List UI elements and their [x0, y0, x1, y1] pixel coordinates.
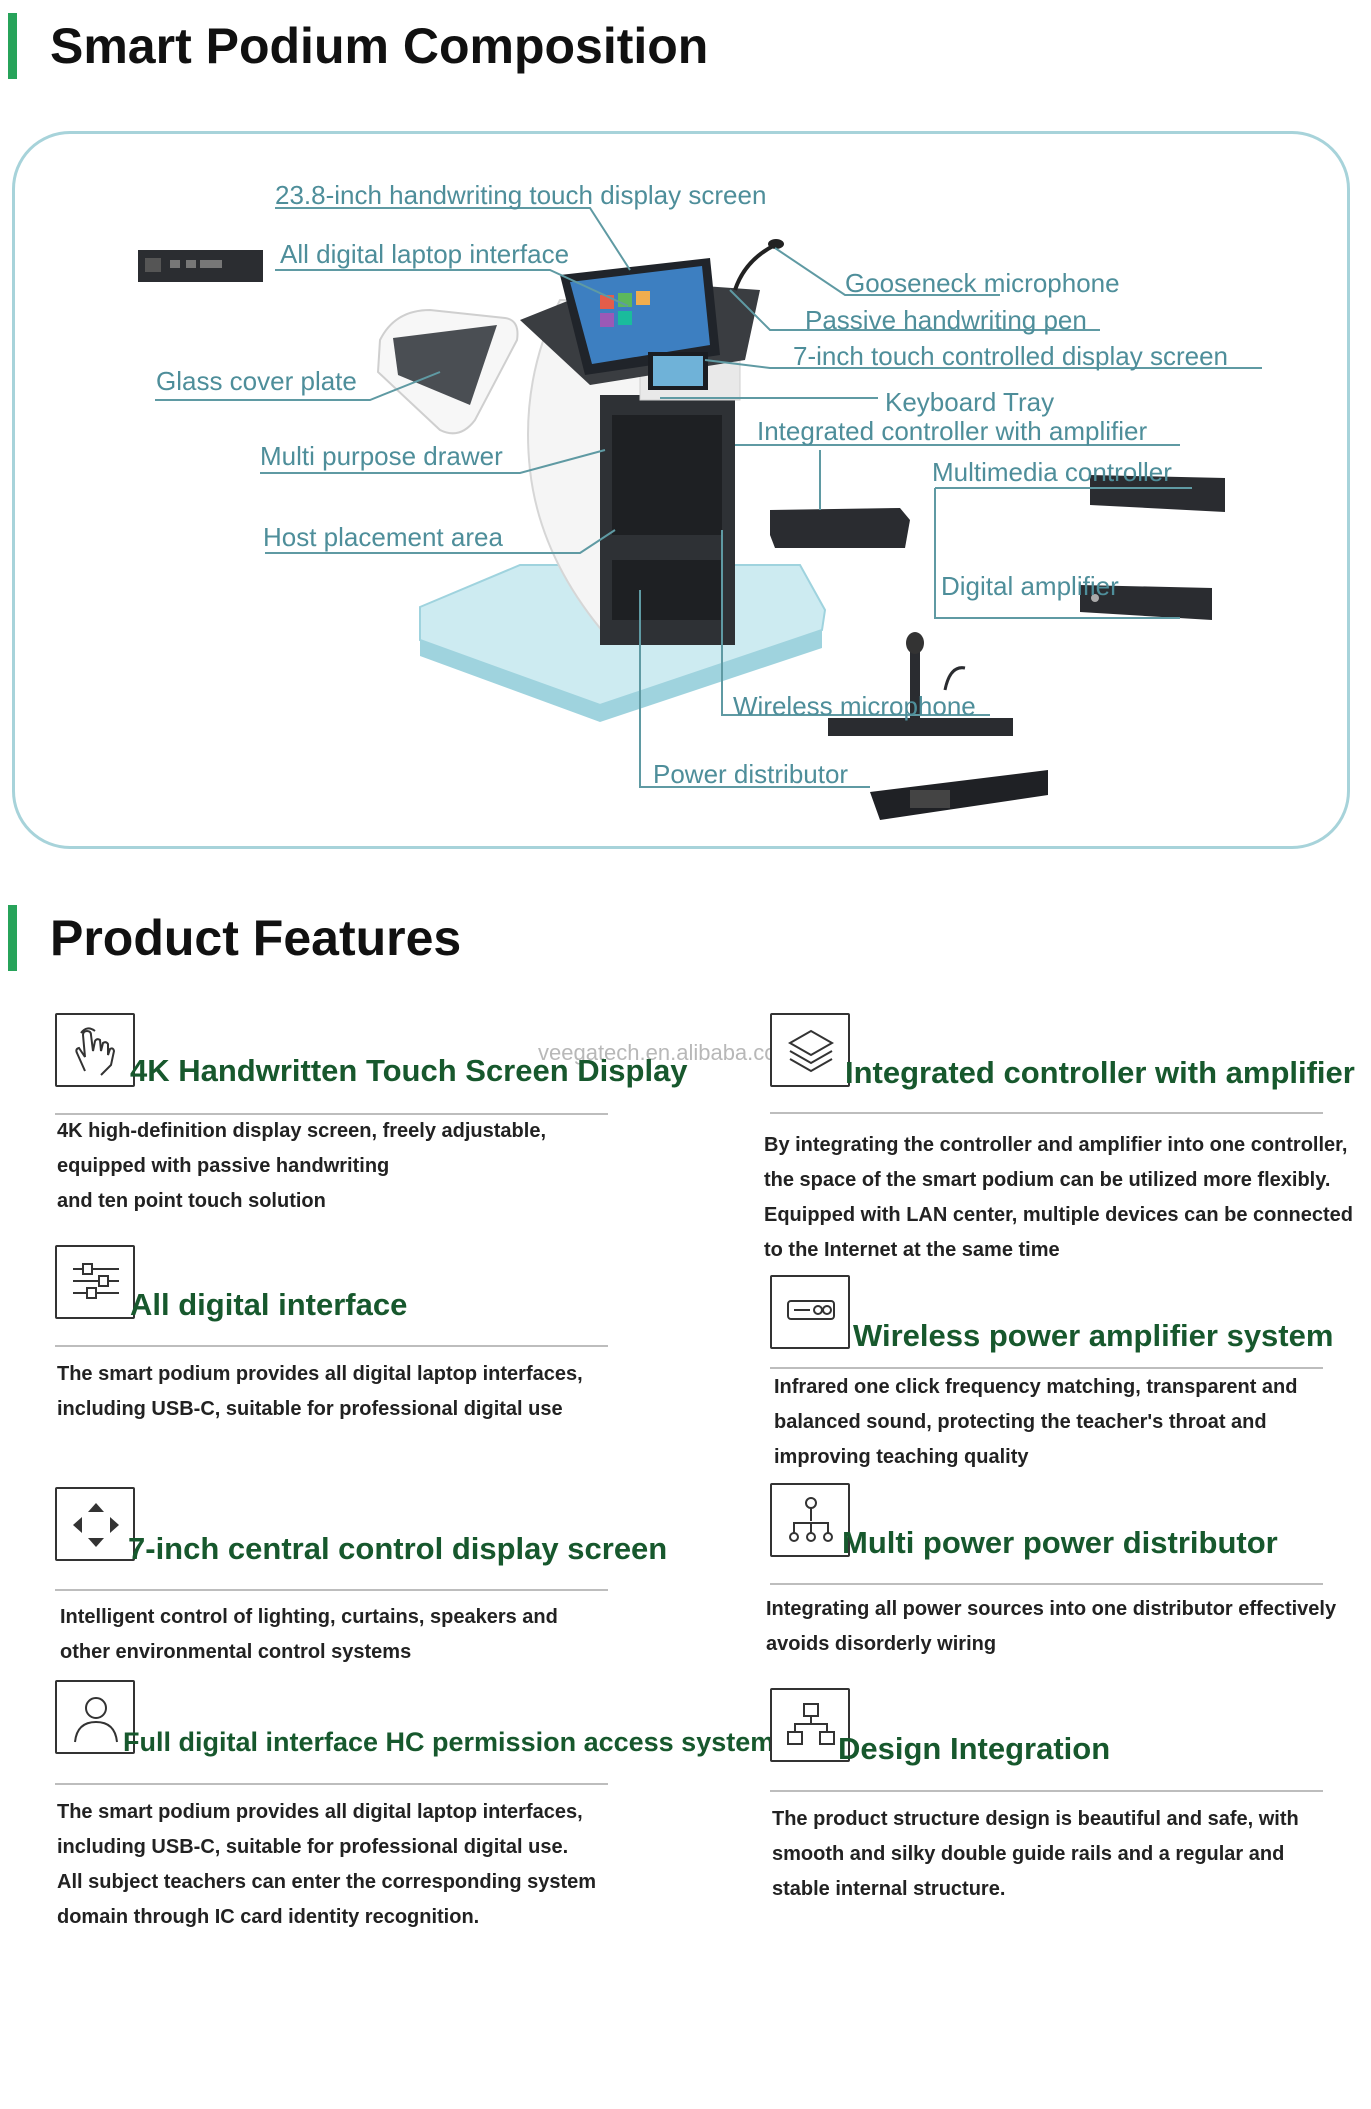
- podium-host-area: [612, 415, 722, 535]
- main-display-screen: [570, 266, 710, 364]
- callout-gooseneck: Gooseneck microphone: [845, 268, 1120, 298]
- hand-touch-icon: [55, 1013, 135, 1087]
- composition-diagram-frame: [12, 131, 1350, 849]
- feature-title: All digital interface: [130, 1287, 408, 1322]
- section-accent-bar: [8, 905, 17, 971]
- podium-power-slot: [612, 560, 722, 620]
- callout-power-distributor: Power distributor: [653, 759, 849, 789]
- glass-cover-screen: [393, 325, 497, 405]
- multimedia-controller-device: [770, 508, 910, 548]
- composition-header: Smart Podium Composition: [8, 13, 708, 79]
- callout-laptop-interface: All digital laptop interface: [280, 239, 570, 269]
- watermark: veegatech.en.alibaba.com: [538, 1040, 795, 1065]
- callout-integrated-controller: Integrated controller with amplifier: [757, 416, 1148, 446]
- feature-description: Integrating all power sources into one d…: [766, 1598, 1337, 1655]
- callout-touch-display: 7-inch touch controlled display screen: [793, 341, 1229, 371]
- feature-divider: [55, 1113, 608, 1115]
- features-header: Product Features: [8, 905, 461, 971]
- wireless-mic-receiver: [828, 718, 1013, 736]
- handheld-mic: [910, 645, 920, 720]
- feature-title: Multi power power distributor: [842, 1525, 1278, 1560]
- feature-title: Design Integration: [838, 1731, 1111, 1766]
- power-tree-icon: [770, 1483, 850, 1557]
- feature-divider: [55, 1589, 608, 1591]
- feature-title: Full digital interface HC permission acc…: [123, 1727, 775, 1757]
- callout-wireless-mic: Wireless microphone: [733, 691, 976, 721]
- feature-divider: [770, 1367, 1323, 1369]
- feature-divider: [770, 1790, 1323, 1792]
- hierarchy-icon: [770, 1688, 850, 1762]
- power-distributor-device: [870, 770, 1048, 820]
- callout-host-area: Host placement area: [263, 522, 503, 552]
- feature-title: Integrated controller with amplifier: [845, 1055, 1355, 1090]
- feature-divider: [770, 1583, 1323, 1585]
- podium-illustration: [138, 207, 1262, 820]
- touch-panel-screen: [653, 356, 703, 386]
- podium-base-edge: [420, 630, 822, 722]
- amplifier-device-icon: [770, 1275, 850, 1349]
- feature-description: The product structure design is beautifu…: [772, 1808, 1299, 1900]
- feature-description: By integrating the controller and amplif…: [764, 1134, 1354, 1261]
- user-icon: [55, 1680, 135, 1754]
- feature-divider: [55, 1345, 608, 1347]
- feature-title: 7-inch central control display screen: [128, 1531, 668, 1566]
- feature-description: Intelligent control of lighting, curtain…: [60, 1606, 558, 1663]
- direction-arrows-icon: [55, 1487, 135, 1561]
- callout-drawer: Multi purpose drawer: [260, 441, 503, 471]
- feature-title: Wireless power amplifier system: [853, 1318, 1334, 1353]
- callout-pen: Passive handwriting pen: [805, 305, 1087, 335]
- digital-amplifier-device: [1080, 585, 1212, 620]
- feature-divider: [770, 1112, 1323, 1114]
- feature-description: Infrared one click frequency matching, t…: [774, 1376, 1298, 1468]
- callout-display-screen: 23.8-inch handwriting touch display scre…: [275, 180, 767, 210]
- callout-keyboard-tray: Keyboard Tray: [885, 387, 1055, 417]
- callout-leader-lines: [155, 207, 1262, 788]
- feature-description: The smart podium provides all digital la…: [57, 1801, 597, 1928]
- composition-title: Smart Podium Composition: [50, 18, 709, 74]
- sliders-icon: [55, 1245, 135, 1319]
- feature-title: 4K Handwritten Touch Screen Display: [130, 1053, 688, 1088]
- layers-icon: [770, 1013, 850, 1087]
- multimedia-controller-device-2: [1090, 475, 1225, 512]
- callout-digital-amplifier: Digital amplifier: [941, 571, 1119, 601]
- gooseneck-microphone: [733, 243, 776, 291]
- feature-description: The smart podium provides all digital la…: [57, 1363, 583, 1420]
- features-title: Product Features: [50, 910, 462, 966]
- callout-multimedia-controller: Multimedia controller: [932, 457, 1172, 487]
- callout-glass-cover: Glass cover plate: [156, 366, 357, 396]
- feature-description: 4K high-definition display screen, freel…: [57, 1120, 547, 1212]
- feature-divider: [55, 1783, 608, 1785]
- section-accent-bar: [8, 13, 17, 79]
